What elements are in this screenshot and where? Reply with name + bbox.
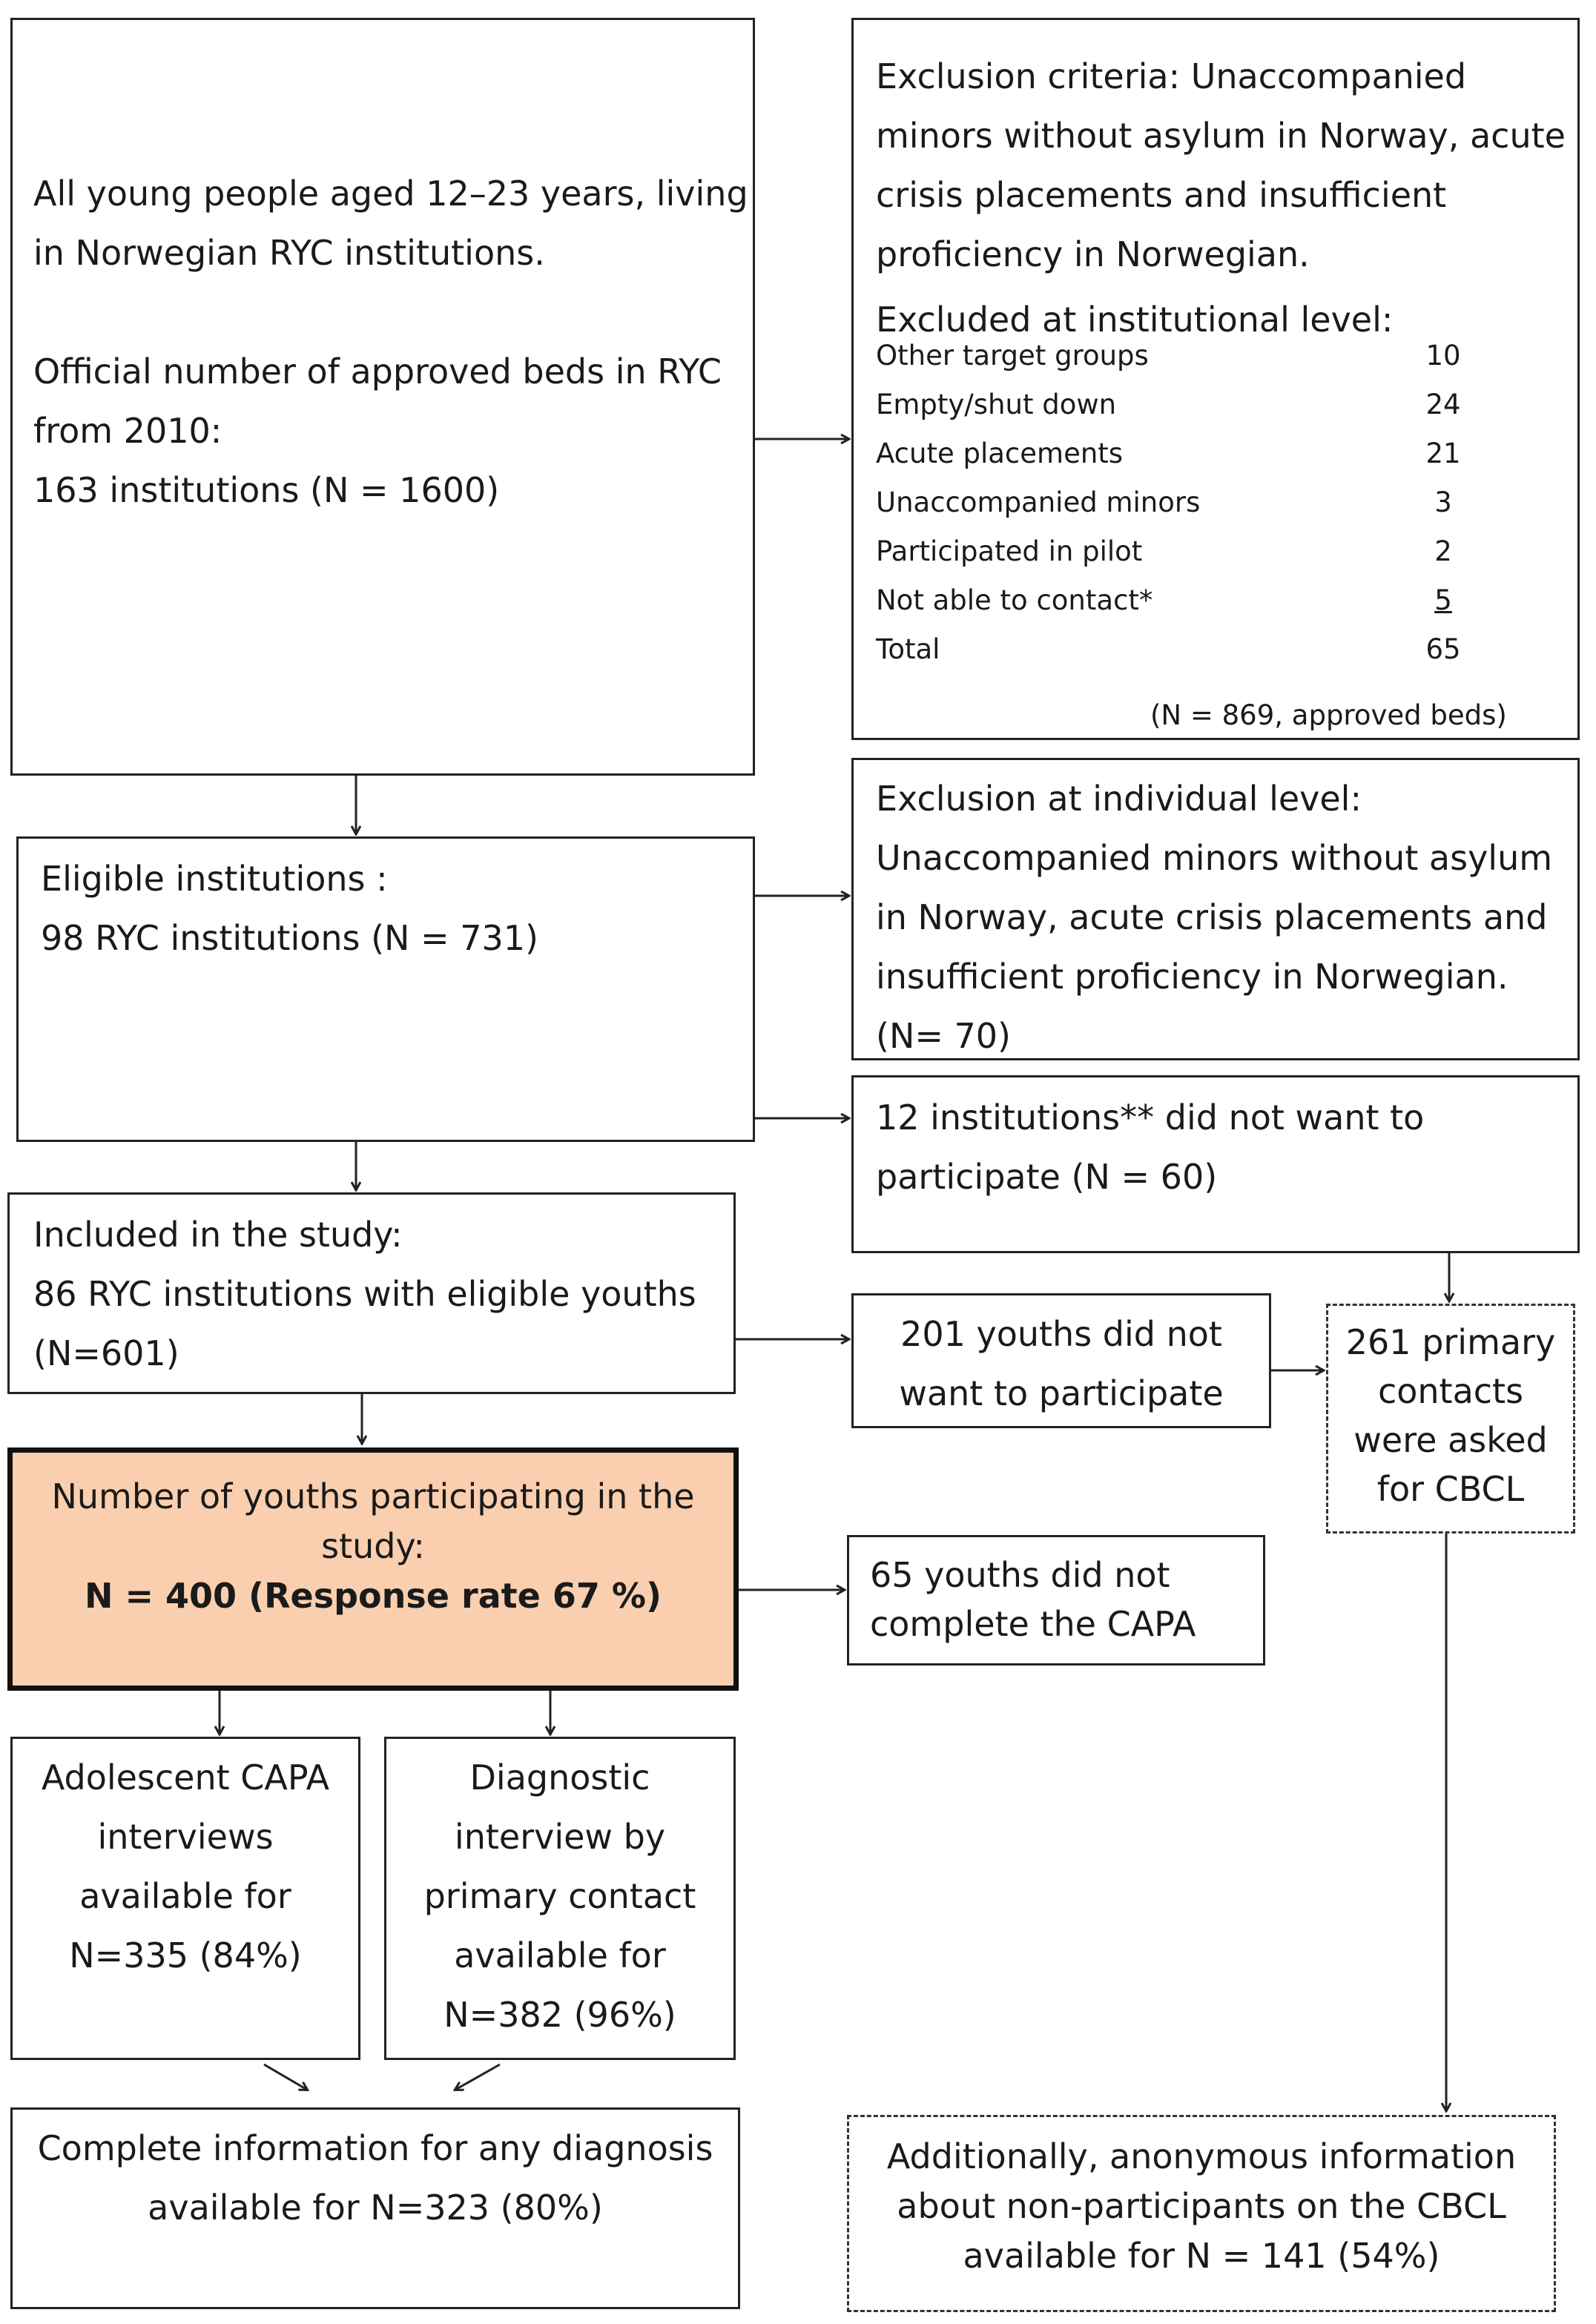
declined-youths-box: 201 youths did not want to participate — [851, 1293, 1271, 1428]
no-capa-box: 65 youths did not complete the CAPA — [847, 1535, 1265, 1666]
capa-line-3: available for — [79, 1876, 291, 1916]
exclusion-criteria-line-1: Exclusion criteria: Unaccompanied — [876, 56, 1467, 96]
exclusion-row-value: 21 — [1425, 438, 1461, 469]
individual-exclusion-line-1: Exclusion at individual level: — [876, 779, 1362, 819]
exclusion-criteria-line-2: minors without asylum in Norway, acute — [876, 116, 1566, 156]
response-rate-text: N = 400 (Response rate 67 %) — [84, 1576, 662, 1616]
exclusion-criteria-line-3: crisis placements and insufficient — [876, 175, 1447, 215]
no-capa-line-1: 65 youths did not — [870, 1555, 1170, 1595]
eligible-line-2: 98 RYC institutions (N = 731) — [41, 918, 538, 958]
exclusion-row: Participated in pilot 2 — [876, 527, 1484, 576]
primary-contacts-line-1: 261 primary — [1345, 1322, 1556, 1362]
individual-exclusion-line-2: Unaccompanied minors without asylum — [876, 838, 1553, 878]
included-line-2: 86 RYC institutions with eligible youths — [33, 1274, 696, 1314]
diagnostic-line-4: available for — [454, 1935, 666, 1975]
declined-institutions-line-2: participate (N = 60) — [876, 1157, 1218, 1197]
anonymous-line-1: Additionally, anonymous information — [886, 2136, 1517, 2176]
exclusion-row: Empty/shut down 24 — [876, 380, 1484, 429]
included-study-box: Included in the study: 86 RYC institutio… — [7, 1192, 736, 1394]
individual-exclusion-line-4: insufficient proficiency in Norwegian. — [876, 957, 1508, 997]
diagnostic-line-1: Diagnostic — [469, 1757, 650, 1798]
participating-line-1: Number of youths participating in the — [51, 1476, 695, 1516]
complete-line-1: Complete information for any diagnosis — [37, 2128, 713, 2168]
institutional-exclusion-heading: Excluded at institutional level: — [876, 300, 1394, 340]
participating-line-2: study: — [321, 1526, 425, 1566]
anonymous-line-2: about non-participants on the CBCL — [897, 2186, 1506, 2226]
diagnostic-line-2: interview by — [454, 1817, 666, 1857]
exclusion-row-value: 5 — [1434, 584, 1452, 616]
exclusion-row-label: Other target groups — [876, 340, 1149, 372]
exclusion-row-value: 3 — [1434, 486, 1452, 518]
population-line-2: in Norwegian RYC institutions. — [33, 233, 545, 273]
exclusion-total-row: Total 65 — [876, 625, 1484, 674]
population-line-4: from 2010: — [33, 411, 222, 451]
exclusion-row-label: Empty/shut down — [876, 389, 1117, 420]
exclusion-row: Not able to contact* 5 — [876, 576, 1484, 625]
exclusion-total-value: 65 — [1425, 633, 1461, 665]
population-box: All young people aged 12–23 years, livin… — [10, 18, 755, 776]
institutional-exclusion-table: Other target groups 10 Empty/shut down 2… — [876, 331, 1484, 680]
individual-exclusion-box: Exclusion at individual level: Unaccompa… — [851, 758, 1580, 1060]
primary-contacts-line-2: contacts — [1377, 1371, 1524, 1411]
capa-interviews-box: Adolescent CAPA interviews available for… — [10, 1737, 360, 2060]
diagnostic-line-3: primary contact — [423, 1876, 696, 1916]
exclusion-criteria-box: Exclusion criteria: Unaccompanied minors… — [851, 18, 1580, 740]
complete-information-box: Complete information for any diagnosis a… — [10, 2107, 740, 2309]
included-line-3: (N=601) — [33, 1333, 179, 1373]
exclusion-row: Unaccompanied minors 3 — [876, 478, 1484, 527]
capa-line-2: interviews — [97, 1817, 274, 1857]
included-line-1: Included in the study: — [33, 1215, 403, 1255]
diagnostic-line-5: N=382 (96%) — [443, 1995, 676, 2035]
individual-exclusion-line-3: in Norway, acute crisis placements and — [876, 897, 1548, 937]
arrow-capa-to-complete — [263, 2063, 307, 2090]
eligible-line-1: Eligible institutions : — [41, 859, 388, 899]
exclusion-row-label: Unaccompanied minors — [876, 486, 1201, 518]
exclusion-row: Acute placements 21 — [876, 429, 1484, 478]
exclusion-row-label: Participated in pilot — [876, 535, 1143, 567]
arrow-diagnostic-to-complete — [455, 2063, 501, 2090]
exclusion-total-label: Total — [876, 633, 940, 665]
primary-contacts-line-4: for CBCL — [1376, 1469, 1525, 1509]
population-line-3: Official number of approved beds in RYC — [33, 351, 722, 392]
exclusion-row-label: Acute placements — [876, 438, 1124, 469]
exclusion-row-value: 24 — [1425, 389, 1461, 420]
participating-youths-box: Number of youths participating in the st… — [7, 1447, 739, 1691]
exclusion-row-value: 2 — [1434, 535, 1452, 567]
capa-line-4: N=335 (84%) — [69, 1935, 302, 1975]
diagnostic-interview-box: Diagnostic interview by primary contact … — [384, 1737, 736, 2060]
capa-line-1: Adolescent CAPA — [41, 1757, 330, 1798]
primary-contacts-box: 261 primary contacts were asked for CBCL — [1326, 1304, 1575, 1534]
excluded-beds-note: (N = 869, approved beds) — [1150, 699, 1507, 731]
declined-youths-line-2: want to participate — [899, 1373, 1224, 1413]
exclusion-row-value: 10 — [1425, 340, 1461, 372]
anonymous-cbcl-box: Additionally, anonymous information abou… — [847, 2115, 1556, 2312]
no-capa-line-2: complete the CAPA — [870, 1604, 1196, 1644]
declined-institutions-line-1: 12 institutions** did not want to — [876, 1097, 1425, 1138]
exclusion-criteria-line-4: proficiency in Norwegian. — [876, 234, 1310, 274]
declined-youths-line-1: 201 youths did not — [900, 1314, 1222, 1354]
primary-contacts-line-3: were asked — [1353, 1420, 1548, 1460]
complete-line-2: available for N=323 (80%) — [148, 2188, 603, 2228]
population-line-5: 163 institutions (N = 1600) — [33, 470, 500, 510]
anonymous-line-3: available for N = 141 (54%) — [963, 2236, 1440, 2276]
population-line-1: All young people aged 12–23 years, livin… — [33, 174, 748, 214]
declined-institutions-box: 12 institutions** did not want to partic… — [851, 1075, 1580, 1253]
individual-exclusion-line-5: (N= 70) — [876, 1016, 1012, 1056]
eligible-institutions-box: Eligible institutions : 98 RYC instituti… — [16, 836, 755, 1142]
exclusion-row: Other target groups 10 — [876, 331, 1484, 380]
exclusion-row-label: Not able to contact* — [876, 584, 1153, 616]
